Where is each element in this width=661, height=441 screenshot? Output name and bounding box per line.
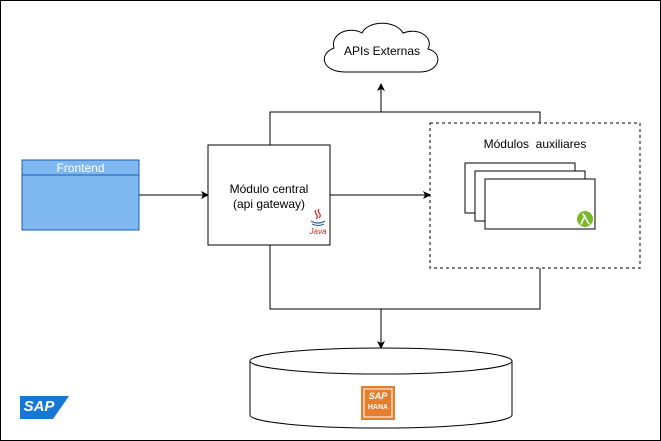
auxiliares-label: Módulos auxiliares [483, 137, 587, 151]
hana-logo-top-text: SAP [368, 391, 388, 401]
sap-hana-icon [361, 386, 395, 420]
lambda-icon [577, 211, 593, 227]
frontend-header [21, 159, 140, 176]
java-icon [310, 208, 326, 226]
edge-to-apis-externas [269, 111, 541, 145]
apis-externas-label: APIs Externas [343, 44, 421, 58]
central-module-box [207, 144, 331, 246]
sap-logo-shape [20, 396, 69, 419]
sap-logo-text: SAP [23, 398, 55, 415]
frontend-label: Frontend [56, 161, 105, 175]
central-module-label-line2: (api gateway) [232, 197, 306, 211]
java-logo-text: Java [309, 227, 327, 236]
central-module-label-line1: Módulo central [229, 182, 309, 196]
database-top [249, 347, 513, 375]
edge-to-database [269, 245, 541, 310]
cloud-shape [323, 22, 439, 73]
hana-logo-bottom-text: HANA [367, 404, 389, 411]
aux-card-front [484, 178, 596, 230]
